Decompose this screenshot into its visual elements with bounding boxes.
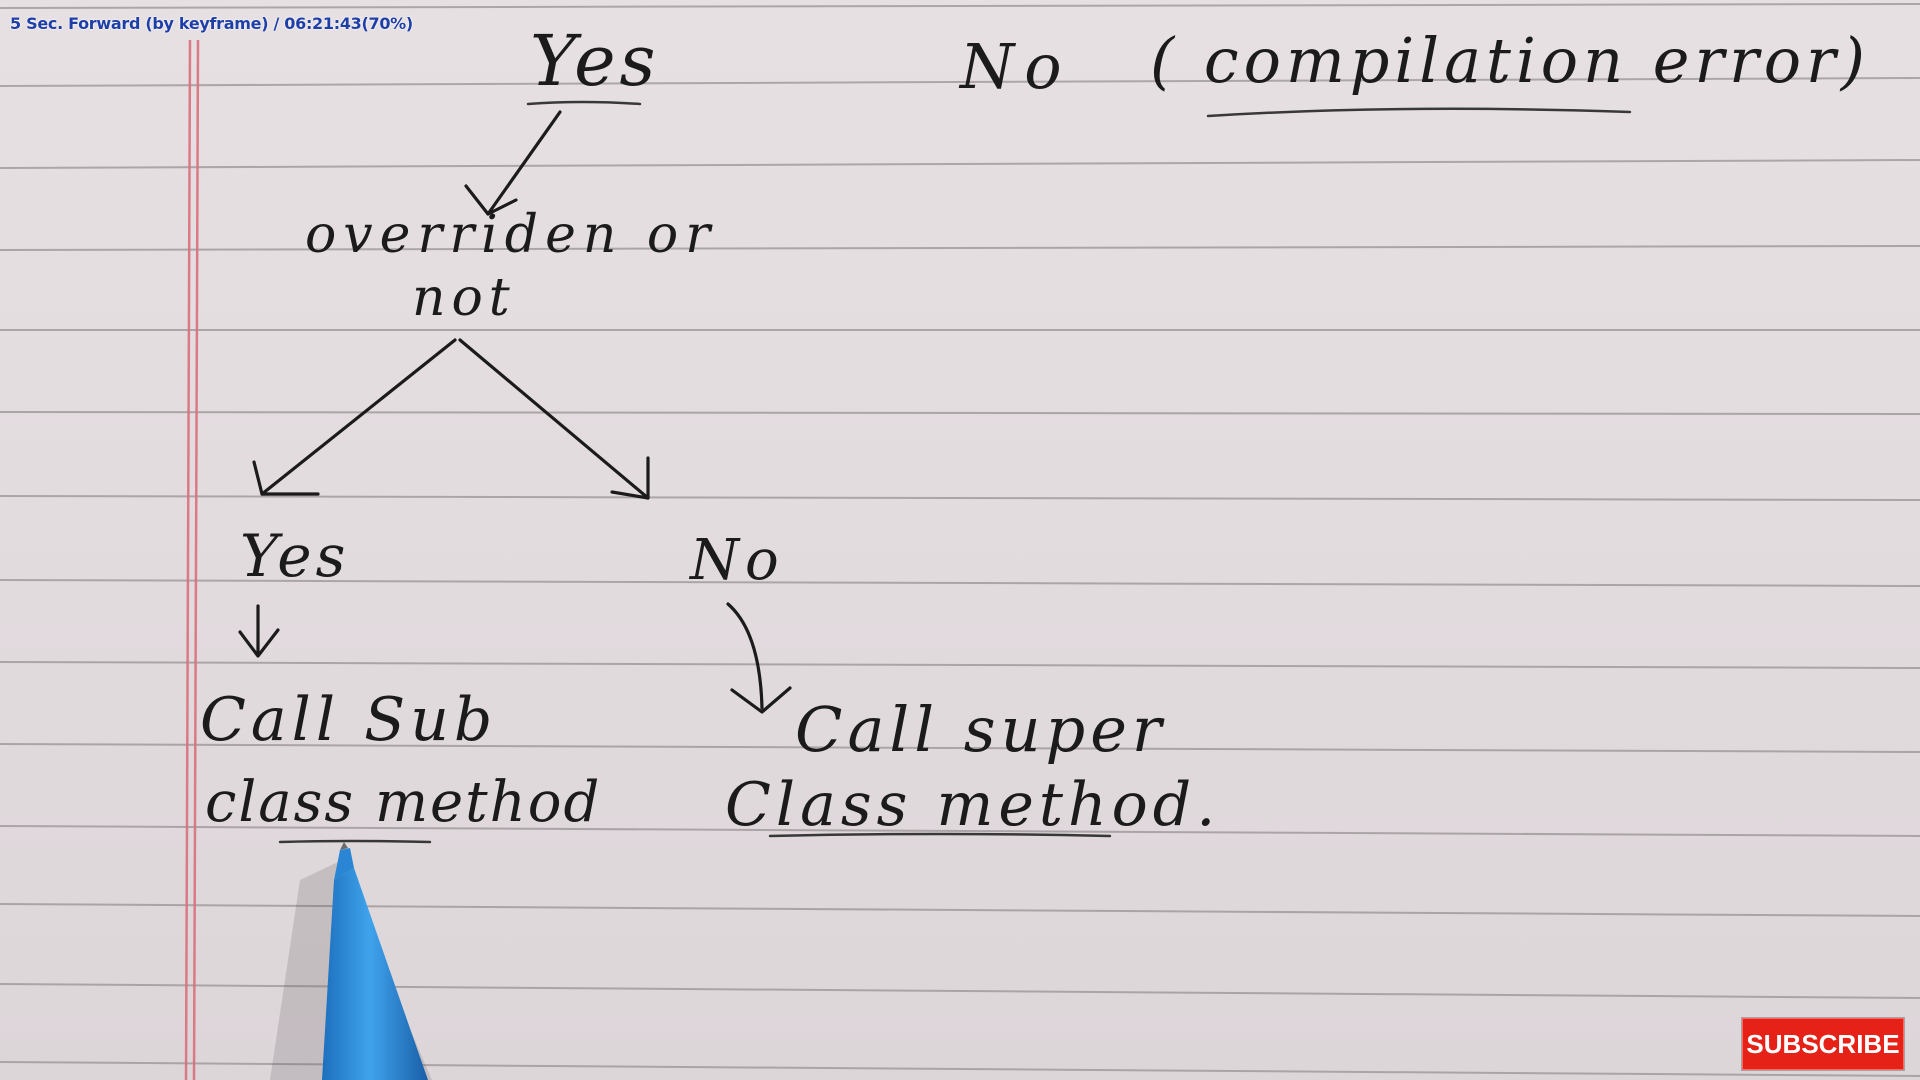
arrowhead-top <box>464 184 518 216</box>
note-call-super: Call super <box>795 693 1167 766</box>
note-top-yes: Yes <box>530 20 660 102</box>
flow-arrows <box>238 110 792 714</box>
note-branch-no: No <box>690 528 785 593</box>
note-super-class-method: Class method. <box>725 770 1221 840</box>
subscribe-button[interactable]: SUBSCRIBE <box>1742 1018 1904 1070</box>
arrowhead-right <box>610 456 650 500</box>
note-branch-yes: Yes <box>240 522 350 590</box>
note-compilation-error: ( compilation error) <box>1150 24 1870 97</box>
arrow-no-down <box>726 602 764 710</box>
note-top-no: No <box>960 30 1072 103</box>
arrowhead-no-down <box>730 686 792 714</box>
note-call-sub: Call Sub <box>200 685 498 755</box>
note-overriden-question: overriden or <box>305 205 718 265</box>
arrow-branch-left <box>260 338 457 496</box>
note-not: not <box>412 268 516 328</box>
arrowhead-yes-down <box>238 628 280 658</box>
rule-lines <box>0 3 1920 1077</box>
arrow-top-yes-to-overriden <box>486 110 562 216</box>
note-sub-class-method: class method <box>205 770 602 835</box>
playback-osd: 5 Sec. Forward (by keyframe) / 06:21:43(… <box>10 14 413 33</box>
arrow-branch-right <box>458 338 650 500</box>
arrowhead-left <box>252 460 320 496</box>
margin-line <box>184 39 200 1080</box>
underlines <box>278 100 1632 844</box>
